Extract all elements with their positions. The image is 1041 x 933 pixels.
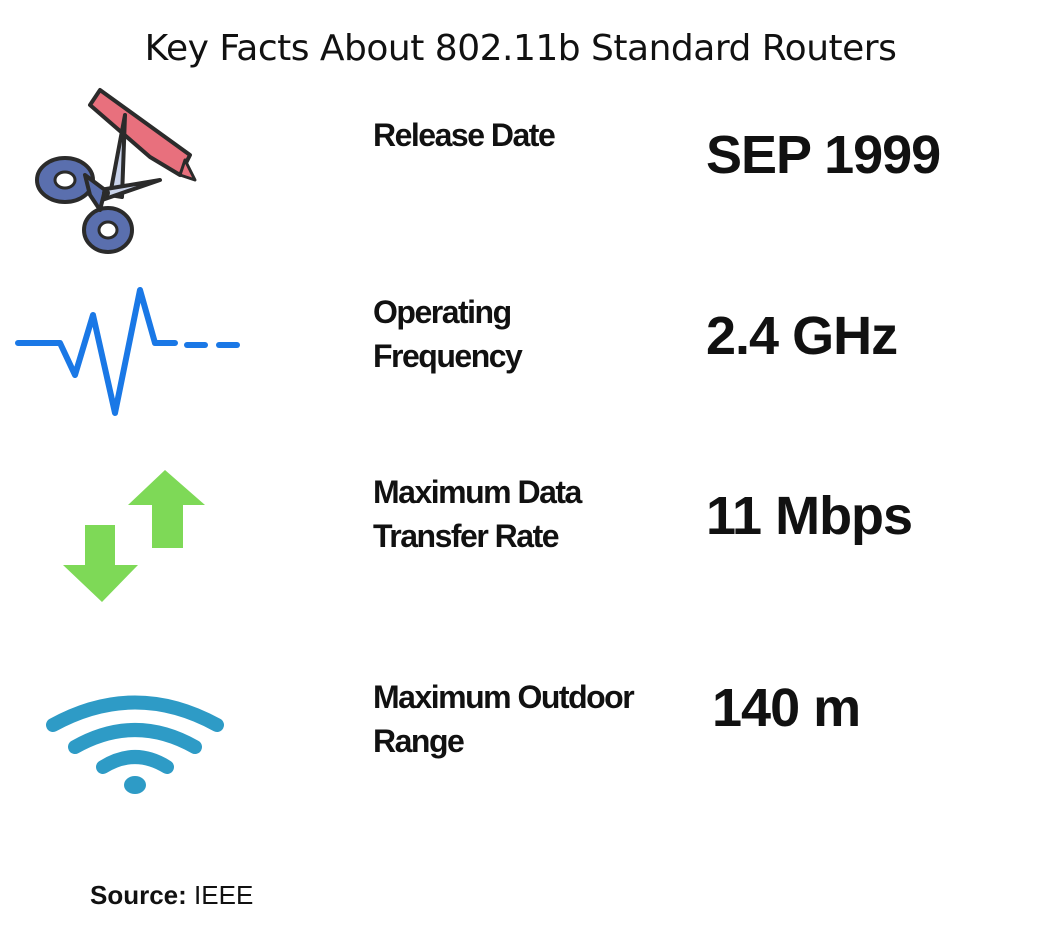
source-value: IEEE bbox=[194, 880, 254, 910]
fact-value-max-outdoor-range: 140 m bbox=[712, 678, 861, 738]
fact-label-max-outdoor-range: Maximum Outdoor Range bbox=[373, 679, 635, 759]
wifi-icon bbox=[45, 695, 225, 795]
page-title: Key Facts About 802.11b Standard Routers bbox=[144, 28, 897, 69]
fact-label-operating-frequency: Operating Frequency bbox=[373, 294, 523, 374]
fact-label-release-date: Release Date bbox=[373, 117, 556, 153]
fact-value-max-data-rate: 11 Mbps bbox=[706, 486, 913, 546]
scissors-ribbon-icon bbox=[30, 85, 200, 255]
fact-value-release-date: SEP 1999 bbox=[706, 125, 941, 185]
source-label: Source: bbox=[90, 880, 187, 910]
source-note: Source: IEEE bbox=[90, 880, 253, 911]
fact-label-max-data-rate: Maximum Data Transfer Rate bbox=[373, 474, 582, 554]
frequency-wave-icon bbox=[15, 285, 245, 420]
up-down-arrows-icon bbox=[60, 470, 210, 610]
fact-value-operating-frequency: 2.4 GHz bbox=[706, 306, 898, 366]
